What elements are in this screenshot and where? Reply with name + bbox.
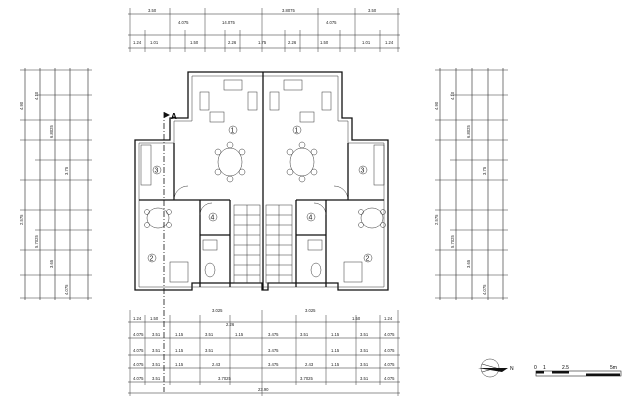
bottom-dim-1-2: 1.50 <box>150 316 159 321</box>
bottom-dim-3-2: 3.51 <box>152 348 161 353</box>
bottom-dim-2-2: 3.51 <box>152 332 161 337</box>
scale-bar: 0 1 2.5 5m <box>534 365 622 377</box>
bottom-dim-5-3: 3.7025 <box>218 376 231 381</box>
bottom-dim-5-1: 4.075 <box>133 376 144 381</box>
bottom-dim-4-9: 4.075 <box>384 362 395 367</box>
bottom-dim-3-7: 3.51 <box>360 348 369 353</box>
scale-label-5m: 5m <box>610 365 617 371</box>
room-labels: 1 1 2 2 3 3 4 4 <box>147 125 373 263</box>
bottom-dim-2-5: 1.15 <box>235 332 244 337</box>
top-sub-dim-9: 1.24 <box>385 40 394 45</box>
room-number-hall-right: 4 <box>309 215 313 222</box>
right-dim-2: 4.10 <box>450 91 455 100</box>
right-dim-8: 4.075 <box>482 284 487 295</box>
room-number-kitchen-right: 3 <box>361 168 365 175</box>
section-label-a: A <box>171 112 177 121</box>
scale-label-0: 0 <box>534 365 537 371</box>
right-dim-6: 5.7025 <box>450 235 455 248</box>
room-number-bedroom-right: 2 <box>366 256 370 263</box>
top-dim-6: 3.50 <box>368 8 377 13</box>
section-line-a: A <box>163 112 177 392</box>
left-dim-8: 4.075 <box>64 284 69 295</box>
left-dimension-chain: 4.90 4.10 6.8025 3.75 2.575 5.7025 3.65 … <box>19 68 92 300</box>
top-dim-5: 4.075 <box>326 20 337 25</box>
bottom-dim-4-3: 1.15 <box>175 362 184 367</box>
bottom-dim-2-9: 3.51 <box>360 332 369 337</box>
top-dim-1: 3.50 <box>148 8 157 13</box>
top-sub-dim-2: 1.01 <box>150 40 159 45</box>
bottom-dim-2-1: 4.075 <box>133 332 144 337</box>
bottom-dim-4-2: 3.51 <box>152 362 161 367</box>
bottom-dim-3-1: 4.075 <box>133 348 144 353</box>
bottom-dim-5-4: 3.7025 <box>300 376 313 381</box>
left-dim-5: 2.575 <box>19 214 24 225</box>
right-dim-1: 4.90 <box>434 101 439 110</box>
bottom-dim-3-4: 3.51 <box>205 348 214 353</box>
top-sub-dim-8: 1.01 <box>362 40 371 45</box>
room-number-hall-left: 4 <box>211 215 215 222</box>
bottom-dim-3-8: 4.075 <box>384 348 395 353</box>
bottom-dim-1-7: 1.24 <box>384 316 393 321</box>
scale-label-1: 1 <box>543 365 546 371</box>
right-dim-5: 2.575 <box>434 214 439 225</box>
top-dimension-chain: 3.50 4.075 14.075 3.8075 4.075 3.50 1.24… <box>128 8 400 52</box>
left-dim-2: 4.10 <box>34 91 39 100</box>
bottom-dim-4-7: 1.15 <box>331 362 340 367</box>
right-dim-3: 6.8025 <box>466 125 471 138</box>
stairs-right <box>265 204 293 284</box>
left-dim-7: 3.65 <box>49 259 54 268</box>
top-dim-4: 3.8075 <box>282 8 295 13</box>
room-number-bedroom-left: 2 <box>150 256 154 263</box>
bottom-dim-4-1: 4.075 <box>133 362 144 367</box>
top-sub-dim-5: 1.75 <box>258 40 267 45</box>
top-sub-dim-4: 2.26 <box>228 40 237 45</box>
left-dim-6: 5.7025 <box>34 235 39 248</box>
bottom-dim-2-8: 1.15 <box>331 332 340 337</box>
bottom-dim-4-4: 2.43 <box>212 362 221 367</box>
bottom-dim-2-4: 3.51 <box>205 332 214 337</box>
right-dim-7: 3.65 <box>466 259 471 268</box>
bottom-dim-3-6: 1.15 <box>331 348 340 353</box>
scale-label-2-5: 2.5 <box>562 365 569 371</box>
room-number-living-right: 1 <box>295 128 299 135</box>
bottom-dim-3-5: 3.475 <box>268 348 279 353</box>
right-dimension-chain: 4.90 4.10 6.8025 3.75 2.575 5.7025 3.65 … <box>434 68 508 300</box>
north-label: N <box>510 366 514 372</box>
top-dim-2: 4.075 <box>178 20 189 25</box>
bottom-dim-2-6: 3.475 <box>268 332 279 337</box>
bottom-dim-4-8: 3.51 <box>360 362 369 367</box>
left-dim-3: 6.8025 <box>49 125 54 138</box>
right-dim-4: 3.75 <box>482 166 487 175</box>
furniture <box>140 79 386 283</box>
bottom-dim-2-10: 4.075 <box>384 332 395 337</box>
left-dim-4: 3.75 <box>64 166 69 175</box>
bottom-dim-4-6: 2.43 <box>305 362 314 367</box>
bottom-dim-1-3: 3.025 <box>212 308 223 313</box>
bottom-dimension-chain: 1.24 1.50 3.025 2.26 3.025 1.50 1.24 4.0… <box>128 308 400 396</box>
top-dim-3: 14.075 <box>222 20 235 25</box>
bottom-dim-1-6: 1.50 <box>352 316 361 321</box>
bottom-total-dim: 23.90 <box>258 387 269 392</box>
bottom-dim-1-5: 3.025 <box>305 308 316 313</box>
stairs-left <box>233 204 261 284</box>
room-number-living-left: 1 <box>231 128 235 135</box>
bottom-dim-4-5: 3.475 <box>268 362 279 367</box>
bottom-dim-2-7: 3.51 <box>300 332 309 337</box>
bottom-dim-5-5: 3.51 <box>360 376 369 381</box>
bottom-dim-5-2: 3.51 <box>152 376 161 381</box>
left-dim-1: 4.90 <box>19 101 24 110</box>
north-arrow: N <box>478 358 514 378</box>
bottom-dim-1-1: 1.24 <box>133 316 142 321</box>
bottom-dim-3-3: 1.15 <box>175 348 184 353</box>
bottom-dim-1-4: 2.26 <box>226 322 235 327</box>
top-sub-dim-3: 1.50 <box>190 40 199 45</box>
room-number-kitchen-left: 3 <box>155 168 159 175</box>
bottom-dim-5-6: 4.075 <box>384 376 395 381</box>
bottom-dim-2-3: 1.15 <box>175 332 184 337</box>
top-sub-dim-1: 1.24 <box>133 40 142 45</box>
top-sub-dim-6: 2.26 <box>288 40 297 45</box>
building-outline <box>134 71 389 291</box>
top-sub-dim-7: 1.50 <box>320 40 329 45</box>
